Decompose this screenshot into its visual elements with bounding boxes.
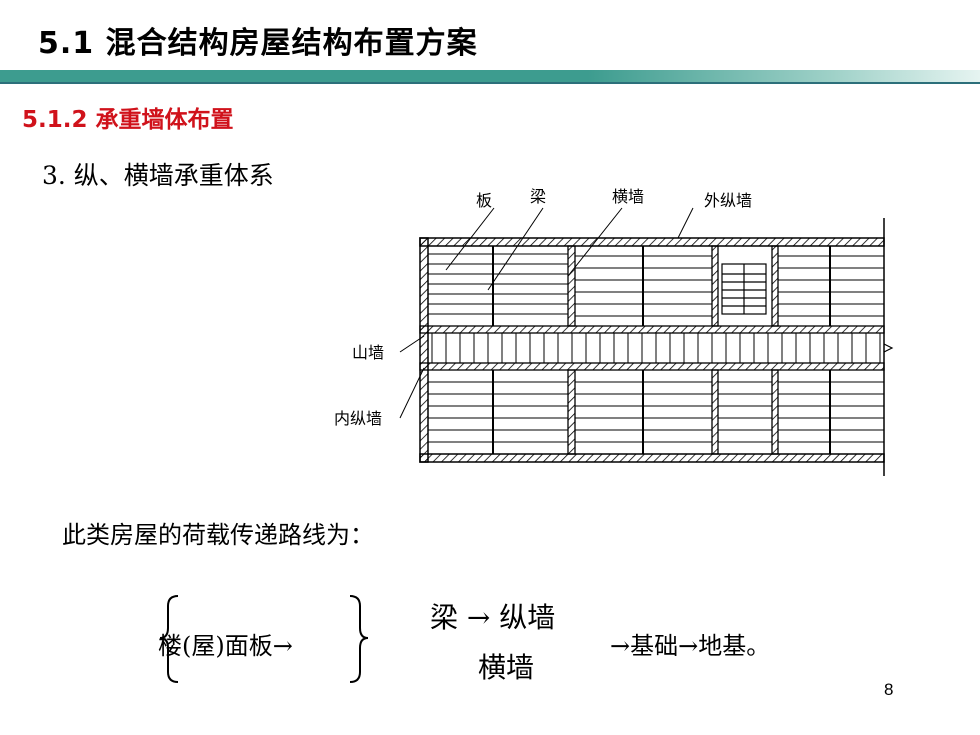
load-path-flow: 楼(屋)面板→ 梁 → 纵墙 横墙 →基础→地基。 [158,592,838,684]
label-beam: 梁 [530,187,546,206]
slab-lines-upper [428,253,884,317]
point-heading: 3. 纵、横墙承重体系 [42,161,274,190]
inner-wall-lower [419,362,885,371]
flow-end: →基础→地基。 [610,632,771,660]
stair [721,263,767,315]
slab-lines-lower [428,381,884,443]
flow-branch-top: 梁 → 纵墙 [430,601,556,634]
label-cross-wall: 横墙 [612,187,644,206]
load-path-intro: 此类房屋的荷载传递路线为： [62,521,374,549]
flow-branch-bottom: 横墙 [478,651,535,684]
outer-wall-bottom [419,453,885,463]
flow-brace [159,595,369,683]
outer-wall-top [419,237,885,247]
flow-start: 楼(屋)面板→ [158,632,293,660]
label-leaders [399,207,694,419]
inner-wall-upper [419,325,885,334]
page-number: 8 [884,680,894,699]
floor-plan-diagram: 板 梁 横墙 外纵墙 山墙 内纵墙 [334,187,894,476]
beams-upper [492,246,831,326]
cross-walls [567,245,779,455]
label-slab: 板 [476,191,492,210]
gable-wall-left [419,237,429,463]
beams-lower [492,370,831,454]
label-gable-wall: 山墙 [352,343,384,362]
title-divider [0,70,980,84]
section-subtitle: 5.1.2 承重墙体布置 [22,107,234,133]
corridor-slabs [431,333,881,363]
label-outer-longitudinal-wall: 外纵墙 [704,191,752,210]
label-inner-longitudinal-wall: 内纵墙 [334,409,382,428]
slide-title: 5.1 混合结构房屋结构布置方案 [38,26,478,61]
